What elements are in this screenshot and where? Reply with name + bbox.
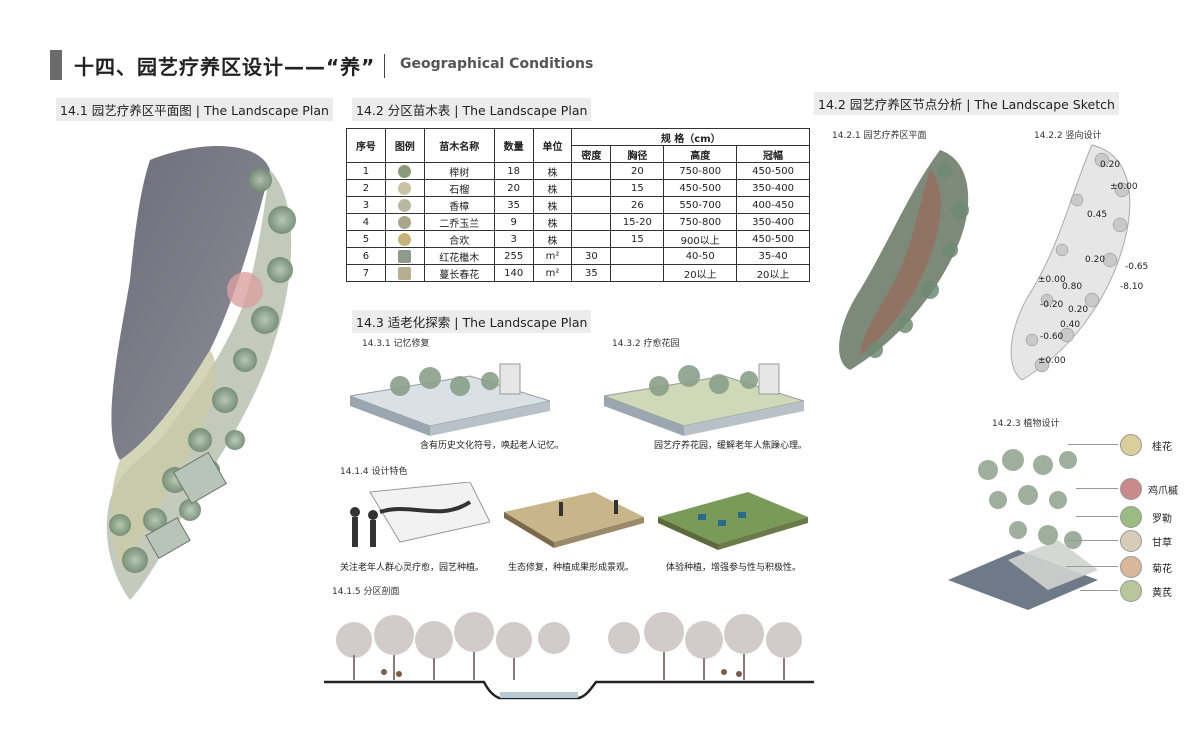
maple-icon bbox=[1120, 478, 1142, 500]
sub-14-2-3: 14.2.3 植物设计 bbox=[992, 419, 1060, 429]
table-row: 1 榉树 18 株 20 750-800 450-500 bbox=[346, 162, 810, 180]
plant-label: 鸡爪槭 bbox=[1148, 486, 1178, 497]
elevation-label: -0.65 bbox=[1125, 262, 1149, 272]
feature-ecology-image bbox=[504, 492, 644, 548]
leader-line bbox=[1076, 488, 1118, 489]
col-crown: 冠幅 bbox=[736, 145, 810, 163]
astragalus-icon bbox=[1120, 580, 1142, 602]
caption-feature-1: 关注老年人群心灵疗愈，园艺种植。 bbox=[340, 563, 485, 573]
plant-label: 桂花 bbox=[1152, 442, 1172, 453]
legend-swatch bbox=[384, 230, 425, 248]
plant-label: 罗勒 bbox=[1152, 514, 1172, 525]
section-14-3-title: 14.3 适老化探索 | The Landscape Plan bbox=[352, 310, 592, 333]
leader-line bbox=[1080, 590, 1118, 591]
table-row: 3 香樟 35 株 26 550-700 400-450 bbox=[346, 196, 810, 214]
sub-14-3-2: 14.3.2 疗愈花园 bbox=[612, 339, 680, 349]
table-row: 7 蔓长春花 140 m² 35 20以上 20以上 bbox=[346, 264, 810, 282]
caption-healing: 园艺疗养花园，缓解老年人焦躁心理。 bbox=[654, 441, 808, 451]
elevation-label: 0.20 bbox=[1068, 305, 1089, 315]
table-row: 4 二乔玉兰 9 株 15-20 750-800 350-400 bbox=[346, 213, 810, 231]
leader-line bbox=[1068, 444, 1118, 445]
section-14-1-title: 14.1 园艺疗养区平面图 | The Landscape Plan bbox=[56, 98, 333, 121]
col-name: 苗木名称 bbox=[423, 128, 495, 163]
chrysanthemum-icon bbox=[1120, 556, 1142, 578]
landscape-plan-image bbox=[106, 146, 296, 600]
licorice-icon bbox=[1120, 530, 1142, 552]
tree-icon bbox=[398, 198, 412, 212]
plant-label: 菊花 bbox=[1152, 564, 1172, 575]
memory-restoration-image bbox=[350, 363, 550, 436]
elevation-label: 0.40 bbox=[1060, 320, 1081, 330]
legend-swatch bbox=[384, 179, 425, 197]
elevation-label: ±0.00 bbox=[1038, 356, 1066, 366]
elevation-label: -0.20 bbox=[1040, 300, 1064, 310]
sub-14-1-4: 14.1.4 设计特色 bbox=[340, 467, 408, 477]
sub-14-2-2: 14.2.2 竖向设计 bbox=[1034, 131, 1102, 141]
page-title: 十四、园艺疗养区设计——“养” bbox=[74, 55, 376, 79]
legend-swatch bbox=[384, 264, 425, 282]
leader-line bbox=[1066, 566, 1118, 567]
healing-garden-image bbox=[604, 363, 804, 436]
leader-line bbox=[1066, 540, 1118, 541]
sub-14-1-5: 14.1.5 分区剖面 bbox=[332, 587, 400, 597]
col-qty: 数量 bbox=[493, 128, 534, 163]
title-divider bbox=[384, 54, 385, 78]
groundcover-icon bbox=[398, 266, 412, 280]
tree-icon bbox=[398, 232, 412, 246]
elevation-label: ±0.00 bbox=[1038, 275, 1066, 285]
section-profile-image bbox=[324, 612, 814, 700]
shrub-icon bbox=[398, 249, 412, 263]
legend-swatch bbox=[384, 247, 425, 265]
feature-experience-image bbox=[658, 492, 808, 550]
section-14-2-node-title: 14.2 园艺疗养区节点分析 | The Landscape Sketch bbox=[814, 92, 1119, 115]
col-dbh: 胸径 bbox=[610, 145, 665, 163]
table-row: 5 合欢 3 株 15 900以上 450-500 bbox=[346, 230, 810, 248]
elevation-label: ±0.00 bbox=[1110, 182, 1138, 192]
col-height: 高度 bbox=[663, 145, 738, 163]
node-plan-image bbox=[839, 150, 969, 370]
vertical-design-image bbox=[1010, 144, 1131, 381]
planting-axonometric-image bbox=[948, 449, 1098, 610]
section-14-2-title: 14.2 分区苗木表 | The Landscape Plan bbox=[352, 98, 592, 121]
feature-healing-image bbox=[350, 482, 490, 547]
elevation-label: 0.20 bbox=[1100, 160, 1121, 170]
title-accent-bar bbox=[50, 50, 62, 80]
tree-icon bbox=[398, 215, 412, 229]
sub-14-3-1: 14.3.1 记忆修复 bbox=[362, 339, 430, 349]
elevation-label: -8.10 bbox=[1120, 282, 1144, 292]
caption-feature-3: 体验种植，增强参与性与积极性。 bbox=[666, 563, 802, 573]
table-row: 2 石榴 20 株 15 450-500 350-400 bbox=[346, 179, 810, 197]
tree-icon bbox=[398, 164, 412, 178]
col-legend: 图例 bbox=[384, 128, 425, 163]
leader-line bbox=[1076, 516, 1118, 517]
table-row: 6 红花檵木 255 m² 30 40-50 35-40 bbox=[346, 247, 810, 265]
elevation-label: -0.60 bbox=[1040, 332, 1064, 342]
osmanthus-icon bbox=[1120, 434, 1142, 456]
col-density: 密度 bbox=[571, 145, 612, 163]
caption-feature-2: 生态修复，种植成果形成景观。 bbox=[508, 563, 635, 573]
legend-swatch bbox=[384, 196, 425, 214]
legend-swatch bbox=[384, 162, 425, 180]
col-no: 序号 bbox=[346, 128, 386, 163]
sub-14-2-1: 14.2.1 园艺疗养区平面 bbox=[832, 131, 927, 141]
col-spec: 规 格（cm） bbox=[571, 128, 810, 146]
elevation-label: 0.80 bbox=[1062, 282, 1083, 292]
legend-swatch bbox=[384, 213, 425, 231]
col-unit: 单位 bbox=[532, 128, 573, 163]
nursery-table: 序号 图例 苗木名称 数量 单位 规 格（cm） 密度 胸径 高度 冠幅 1 榉… bbox=[346, 128, 810, 282]
plant-label: 甘草 bbox=[1152, 538, 1172, 549]
page-subtitle: Geographical Conditions bbox=[400, 56, 594, 72]
elevation-label: 0.20 bbox=[1085, 255, 1106, 265]
elevation-label: 0.45 bbox=[1087, 210, 1108, 220]
basil-icon bbox=[1120, 506, 1142, 528]
plant-label: 黄芪 bbox=[1152, 588, 1172, 599]
caption-memory: 含有历史文化符号，唤起老人记忆。 bbox=[420, 441, 565, 451]
tree-icon bbox=[398, 181, 412, 195]
